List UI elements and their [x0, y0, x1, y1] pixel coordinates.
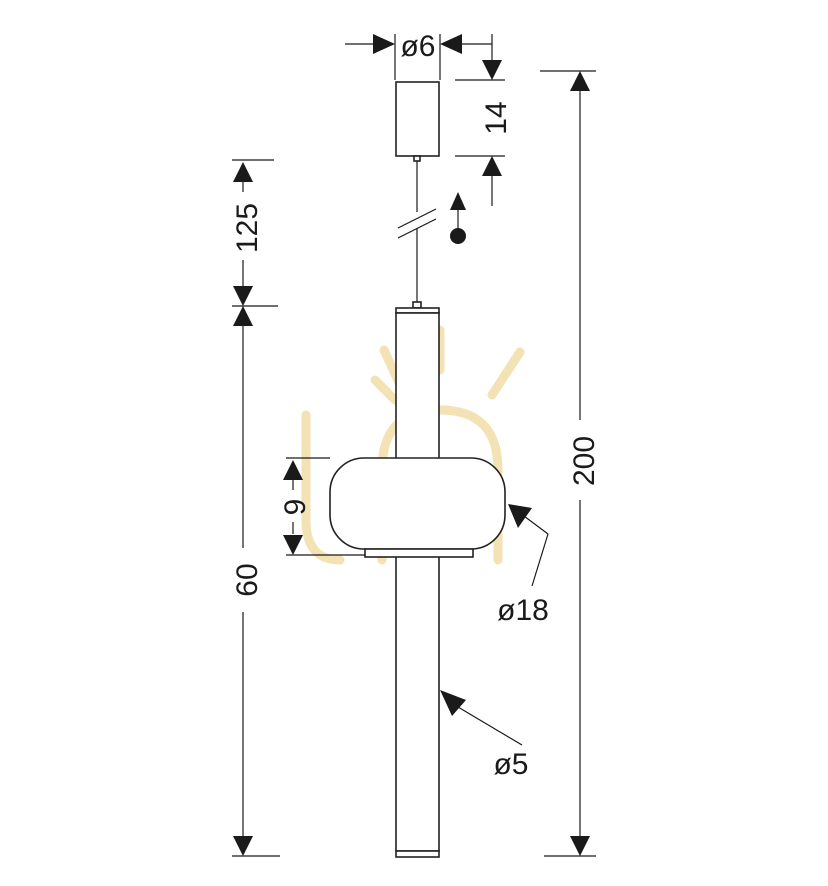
- tube-diameter-label: ø5: [493, 748, 528, 781]
- shade-diameter-leader: ø18: [497, 504, 549, 627]
- shade-height-label: 9: [279, 499, 312, 516]
- shade-base-ring: [364, 548, 474, 558]
- tube-bottom-cap: [395, 850, 440, 858]
- canopy-diameter-dimension: ø6: [345, 30, 492, 80]
- canopy-diameter-label: ø6: [400, 30, 435, 63]
- adjustable-height-icon: [450, 192, 466, 244]
- lamp-body: [329, 81, 506, 858]
- tube-cable-clamp: [412, 301, 422, 309]
- cable-length-label: 125: [231, 203, 264, 253]
- glass-shade: [329, 457, 506, 550]
- tube-length-label: 60: [231, 563, 264, 596]
- tube-lower: [395, 555, 440, 852]
- cable-break-mark: [397, 208, 437, 229]
- bulb-logo-watermark: [301, 325, 525, 565]
- canopy-height-label: 14: [480, 101, 513, 134]
- overall-height-label: 200: [568, 436, 601, 486]
- shade-diameter-label: ø18: [497, 594, 549, 627]
- overall-height-dimension: 200: [540, 70, 601, 857]
- shade-height-dimension: 9: [279, 457, 365, 556]
- canopy-cable-clamp: [413, 155, 421, 162]
- tube-upper: [395, 312, 440, 464]
- cable-length-dimension: 125: [231, 159, 278, 307]
- canopy-height-dimension: 14: [455, 34, 513, 206]
- ceiling-canopy: [395, 81, 440, 157]
- tube-diameter-leader: ø5: [440, 690, 529, 781]
- tube-length-dimension: 60: [231, 306, 280, 857]
